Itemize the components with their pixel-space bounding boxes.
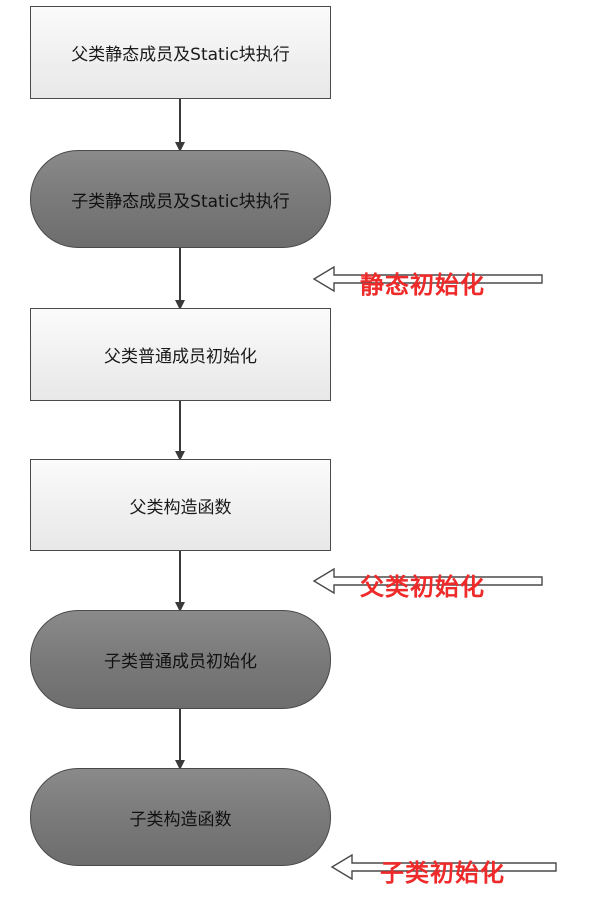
annotation-label: 父类初始化 bbox=[360, 573, 485, 601]
flow-node-label: 子类静态成员及Static块执行 bbox=[71, 191, 290, 212]
hollow-left-arrow-icon bbox=[312, 265, 543, 293]
flow-node-label: 父类构造函数 bbox=[129, 497, 232, 518]
flow-node-label: 子类构造函数 bbox=[129, 809, 232, 830]
annotation-static-init: 静态初始化 bbox=[312, 264, 546, 299]
flow-node-parent-static: 父类静态成员及Static块执行 bbox=[30, 6, 331, 99]
flow-node-parent-constructor: 父类构造函数 bbox=[30, 459, 331, 551]
hollow-left-arrow-icon bbox=[312, 567, 543, 595]
flow-node-label: 子类普通成员初始化 bbox=[104, 652, 257, 672]
flow-node-child-members: 子类普通成员初始化 bbox=[30, 610, 331, 709]
flow-node-child-constructor: 子类构造函数 bbox=[30, 768, 331, 866]
flow-node-child-static: 子类静态成员及Static块执行 bbox=[30, 150, 331, 248]
hollow-left-arrow-icon bbox=[330, 853, 557, 881]
flow-node-label: 父类普通成员初始化 bbox=[104, 347, 257, 367]
annotation-child-init: 子类初始化 bbox=[330, 852, 560, 887]
flow-node-parent-members: 父类普通成员初始化 bbox=[30, 308, 331, 401]
annotation-parent-init: 父类初始化 bbox=[312, 566, 546, 601]
annotation-label: 静态初始化 bbox=[360, 271, 485, 299]
flow-node-label: 父类静态成员及Static块执行 bbox=[71, 45, 290, 65]
annotation-label: 子类初始化 bbox=[380, 859, 505, 887]
